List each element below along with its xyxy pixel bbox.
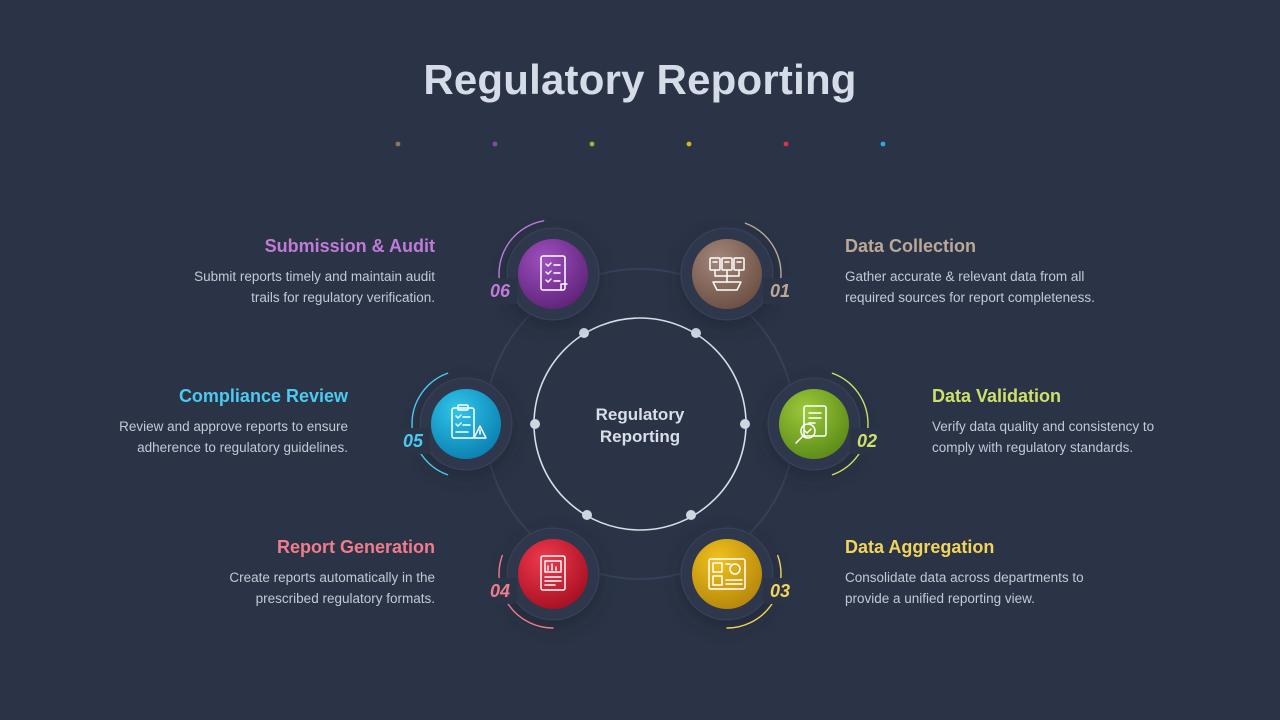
step-node-02: 02	[766, 372, 884, 478]
document-magnifier-icon	[795, 405, 827, 444]
step-title: Submission & Audit	[264, 236, 435, 256]
report-chart-icon	[540, 555, 566, 591]
description-line: Consolidate data across departments to	[845, 570, 1084, 585]
database-hierarchy-icon	[709, 257, 745, 291]
description-line: provide a unified reporting view.	[845, 591, 1035, 606]
header-dot	[589, 141, 595, 147]
step-node-06: 06	[483, 220, 601, 328]
ring-dot	[582, 510, 592, 520]
node-colored-disc	[431, 389, 501, 459]
step-title: Report Generation	[276, 537, 435, 557]
number-badge	[483, 578, 517, 604]
header-dot	[686, 141, 692, 147]
node-colored-disc	[518, 539, 588, 609]
description-line: required sources for report completeness…	[845, 290, 1095, 305]
center-label-line: Regulatory	[596, 405, 685, 424]
step-node-05: 05	[396, 372, 514, 478]
step-number: 06	[490, 281, 511, 301]
ring-dot	[740, 419, 750, 429]
step-title: Data Collection	[845, 236, 977, 256]
description-line: prescribed regulatory formats.	[255, 591, 435, 606]
step-number: 04	[490, 581, 510, 601]
description-line: Review and approve reports to ensure	[119, 419, 348, 434]
step-title: Data Validation	[932, 386, 1062, 406]
number-badge	[483, 278, 517, 304]
description-line: Gather accurate & relevant data from all	[845, 269, 1085, 284]
description-line: trails for regulatory verification.	[251, 290, 435, 305]
node-colored-disc	[779, 389, 849, 459]
description-line: Create reports automatically in the	[229, 570, 435, 585]
step-number: 03	[770, 581, 790, 601]
step-description: Review and approve reports to ensure adhe…	[48, 416, 348, 458]
step-description: Create reports automatically in the presc…	[135, 567, 435, 609]
node-accent-arc	[831, 372, 869, 476]
ring-dot	[579, 328, 589, 338]
step-description: Gather accurate & relevant data from all…	[845, 266, 1145, 308]
step-node-03: 03	[679, 527, 797, 629]
clipboard-checklist-icon	[451, 404, 487, 439]
step-number: 01	[770, 281, 790, 301]
step-number: 02	[857, 431, 877, 451]
step-title: Data Aggregation	[845, 537, 995, 557]
step-description: Consolidate data across departments to pr…	[845, 567, 1145, 609]
step-description: Submit reports timely and maintain audit…	[135, 266, 435, 308]
number-badge	[396, 428, 430, 454]
node-accent-arc	[726, 554, 782, 629]
number-badge	[850, 428, 884, 454]
description-line: comply with regulatory standards.	[932, 440, 1134, 455]
header-dot	[880, 141, 886, 147]
step-number: 05	[403, 431, 424, 451]
header-dot	[395, 141, 401, 147]
center-label-line: Reporting	[600, 427, 680, 446]
center-ring	[533, 317, 747, 531]
header-dot	[492, 141, 498, 147]
number-badge	[763, 578, 797, 604]
description-line: adherence to regulatory guidelines.	[137, 440, 348, 455]
step-node-04: 04	[483, 527, 601, 629]
node-colored-disc	[692, 539, 762, 609]
page-title: Regulatory Reporting	[423, 56, 857, 103]
ring-dot	[530, 419, 540, 429]
step-node-01: 01	[679, 222, 797, 328]
description-line: Verify data quality and consistency to	[932, 419, 1155, 434]
node-accent-arc	[411, 372, 449, 476]
node-colored-disc	[518, 239, 588, 309]
step-title: Compliance Review	[178, 386, 348, 406]
ring-dot	[686, 510, 696, 520]
node-accent-arc	[498, 554, 554, 629]
data-dashboard-icon	[708, 558, 746, 590]
description-line: Submit reports timely and maintain audit	[194, 269, 435, 284]
number-badge	[763, 278, 797, 304]
ring-dot	[691, 328, 701, 338]
step-description: Verify data quality and consistency to co…	[932, 416, 1232, 458]
checklist-document-icon	[540, 255, 568, 291]
header-dot	[783, 141, 789, 147]
